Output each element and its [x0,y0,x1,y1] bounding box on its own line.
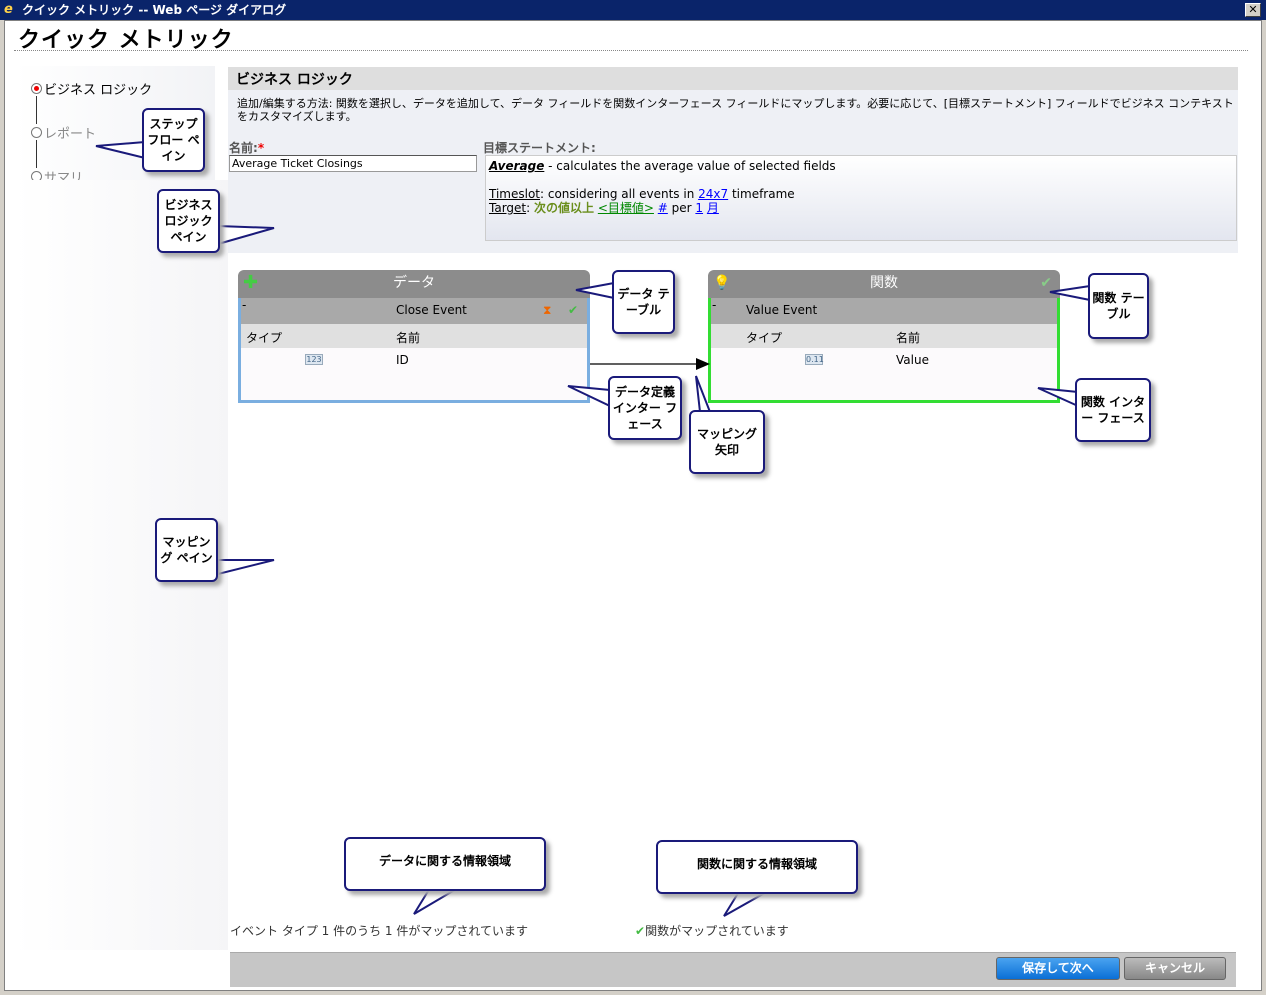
data-table: ✚ データ - Close Event ⧗ ✔ タイプ 名前 123 ID [238,270,590,403]
function-table-header: 💡 関数 ✔ [708,270,1060,298]
target-statement-box: Average - calculates the average value o… [485,155,1237,241]
business-logic-header: ビジネス ロジック [228,67,1238,90]
check-icon[interactable]: ✔ [568,303,579,317]
table-row[interactable]: 0.11 Value [711,348,1057,400]
ie-icon: e [4,2,13,17]
radio-selected-icon [31,83,42,94]
hash-link[interactable]: # [657,201,668,215]
function-table-title: 関数 [870,275,898,291]
save-and-next-button[interactable]: 保存して次へ [996,957,1120,980]
callout-tail [95,140,146,160]
callout-tail [217,224,275,246]
function-info-status: ✔関数がマップされています [635,922,789,939]
name-label: 名前:* [229,139,264,156]
separator: : [526,201,534,215]
event-name: Close Event [396,303,467,317]
step-label: ビジネス ロジック [44,83,153,98]
page-title: クイック メトリック [18,28,234,53]
col-type: タイプ [746,331,783,345]
cancel-button[interactable]: キャンセル [1124,957,1226,980]
timeframe-link[interactable]: 24x7 [698,187,729,201]
col-type: タイプ [246,331,283,345]
function-table: 💡 関数 ✔ - Value Event タイプ 名前 0.11 Value [708,270,1060,403]
timeslot-suffix: timeframe [728,187,795,201]
function-desc: - calculates the average value of select… [544,159,836,173]
data-table-title: データ [393,275,435,291]
callout-tail [575,281,615,300]
callout-tail [567,385,611,408]
required-mark: * [257,141,265,155]
callout-function-info: 関数に関する情報領域 [656,840,858,894]
callout-tail [413,887,462,915]
radio-icon [31,127,42,138]
timeslot-link[interactable]: Timeslot [489,187,540,201]
callout-tail [1037,387,1079,408]
callout-step-flow-pane: ステップ フロー ペイン [142,108,205,172]
name-input[interactable] [229,155,477,172]
event-row: - Close Event ⧗ ✔ [241,298,587,324]
step-report[interactable]: レポート [31,123,96,142]
divider [14,50,1248,51]
period-unit-link[interactable]: 月 [706,201,719,215]
per-text: per [667,201,696,215]
condition-link[interactable]: 次の値以上 [533,201,594,215]
collapse-icon[interactable]: - [712,298,717,312]
step-connector [36,96,37,124]
target-value-link[interactable]: <目標値> [597,201,654,215]
callout-function-table: 関数 テーブル [1088,273,1149,339]
callout-business-logic-pane: ビジネス ロジック ペイン [157,189,220,253]
collapse-icon[interactable]: - [242,298,247,312]
timeslot-text: : considering all events in [540,187,699,201]
step-business-logic[interactable]: ビジネス ロジック [31,79,152,98]
mapping-arrowhead-icon [696,358,710,370]
callout-mapping-pane: マッピング ペイン [155,518,218,582]
check-icon: ✔ [635,924,646,938]
event-row: - Value Event [711,298,1057,324]
column-header-row: タイプ 名前 [711,324,1057,348]
function-status-text: 関数がマップされています [645,924,789,938]
check-icon[interactable]: ✔ [1040,275,1052,291]
function-select-icon[interactable]: 💡 [713,275,731,291]
callout-data-interface: データ定義 インター フェース [608,376,682,440]
data-table-header: ✚ データ [238,270,590,298]
close-button[interactable]: ✕ [1245,3,1261,17]
decimal-type-icon: 0.11 [805,354,824,365]
filter-icon[interactable]: ⧗ [543,303,552,317]
window-titlebar: クイック メトリック -- Web ページ ダイアログ [0,0,1266,20]
period-number-link[interactable]: 1 [695,201,704,215]
target-link[interactable]: Target [489,201,527,215]
data-definition-interface: - Close Event ⧗ ✔ タイプ 名前 123 ID [238,298,590,403]
function-link[interactable]: Average [489,159,545,173]
col-name: 名前 [896,331,921,345]
column-header-row: タイプ 名前 [241,324,587,348]
data-info-status: イベント タイプ 1 件のうち 1 件がマップされています [230,924,528,938]
step-label: レポート [44,127,97,142]
table-row[interactable]: 123 ID [241,348,587,400]
window-title: クイック メトリック -- Web ページ ダイアログ [22,3,287,17]
col-name: 名前 [396,331,421,345]
field-name: ID [396,353,409,367]
instructions: 追加/編集する方法: 関数を選択し、データを追加して、データ フィールドを関数イ… [237,97,1234,123]
number-type-icon: 123 [305,354,323,365]
callout-data-table: データ テーブル [612,270,675,334]
callout-function-interface: 関数 インター フェース [1075,378,1151,442]
callout-data-info: データに関する情報領域 [344,837,546,891]
callout-mapping-arrow: マッピング 矢印 [689,410,765,474]
callout-tail [695,375,712,413]
step-connector [36,140,37,168]
add-data-icon[interactable]: ✚ [243,272,259,293]
callout-tail [217,559,275,576]
name-label-text: 名前: [229,141,258,155]
function-interface: - Value Event タイプ 名前 0.11 Value [708,298,1060,403]
callout-tail [1049,284,1091,302]
target-statement-label: 目標ステートメント: [483,141,596,155]
event-name: Value Event [746,303,818,317]
field-name: Value [896,353,929,367]
